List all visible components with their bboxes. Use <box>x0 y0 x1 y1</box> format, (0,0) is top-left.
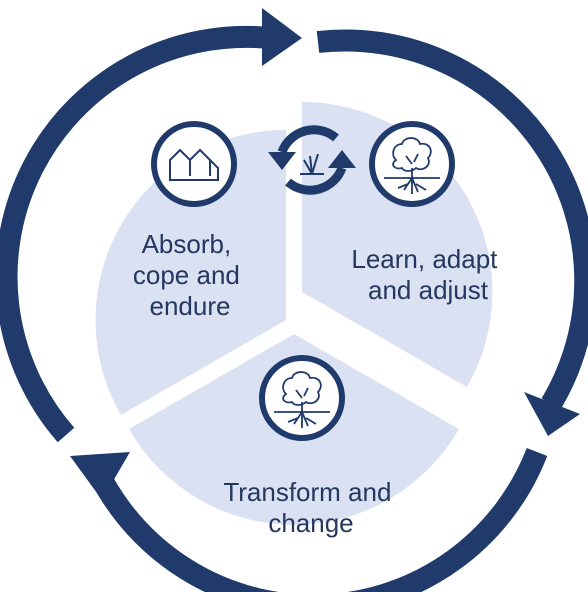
label-transform-line-2: change <box>268 508 353 538</box>
cycle-arrows-seedling-icon <box>268 125 356 195</box>
label-absorb-line-3: endure <box>150 291 231 321</box>
ring-arrowhead-bottom <box>70 452 130 500</box>
ring-arrowhead-right <box>524 392 580 436</box>
cycle-ring <box>0 8 588 592</box>
ring-arc-right <box>316 29 588 410</box>
tree-roots-icon <box>369 121 455 207</box>
label-transform: Transform and change <box>223 477 398 538</box>
ring-arc-bottom <box>89 448 548 592</box>
tree-roots-icon <box>259 355 345 441</box>
label-learn-line-1: Learn, adapt <box>351 244 498 274</box>
label-learn-line-2: and adjust <box>368 275 489 305</box>
houses-icon <box>151 121 237 207</box>
segment-absorb <box>95 129 286 416</box>
label-absorb: Absorb, cope and endure <box>133 229 247 321</box>
label-learn: Learn, adapt and adjust <box>351 244 504 305</box>
label-absorb-line-2: cope and <box>133 260 240 290</box>
ring-arc-top-left <box>0 25 272 443</box>
label-absorb-line-1: Absorb, <box>142 229 232 259</box>
ring-arrowhead-top <box>262 8 302 66</box>
label-transform-line-1: Transform and <box>223 477 391 507</box>
